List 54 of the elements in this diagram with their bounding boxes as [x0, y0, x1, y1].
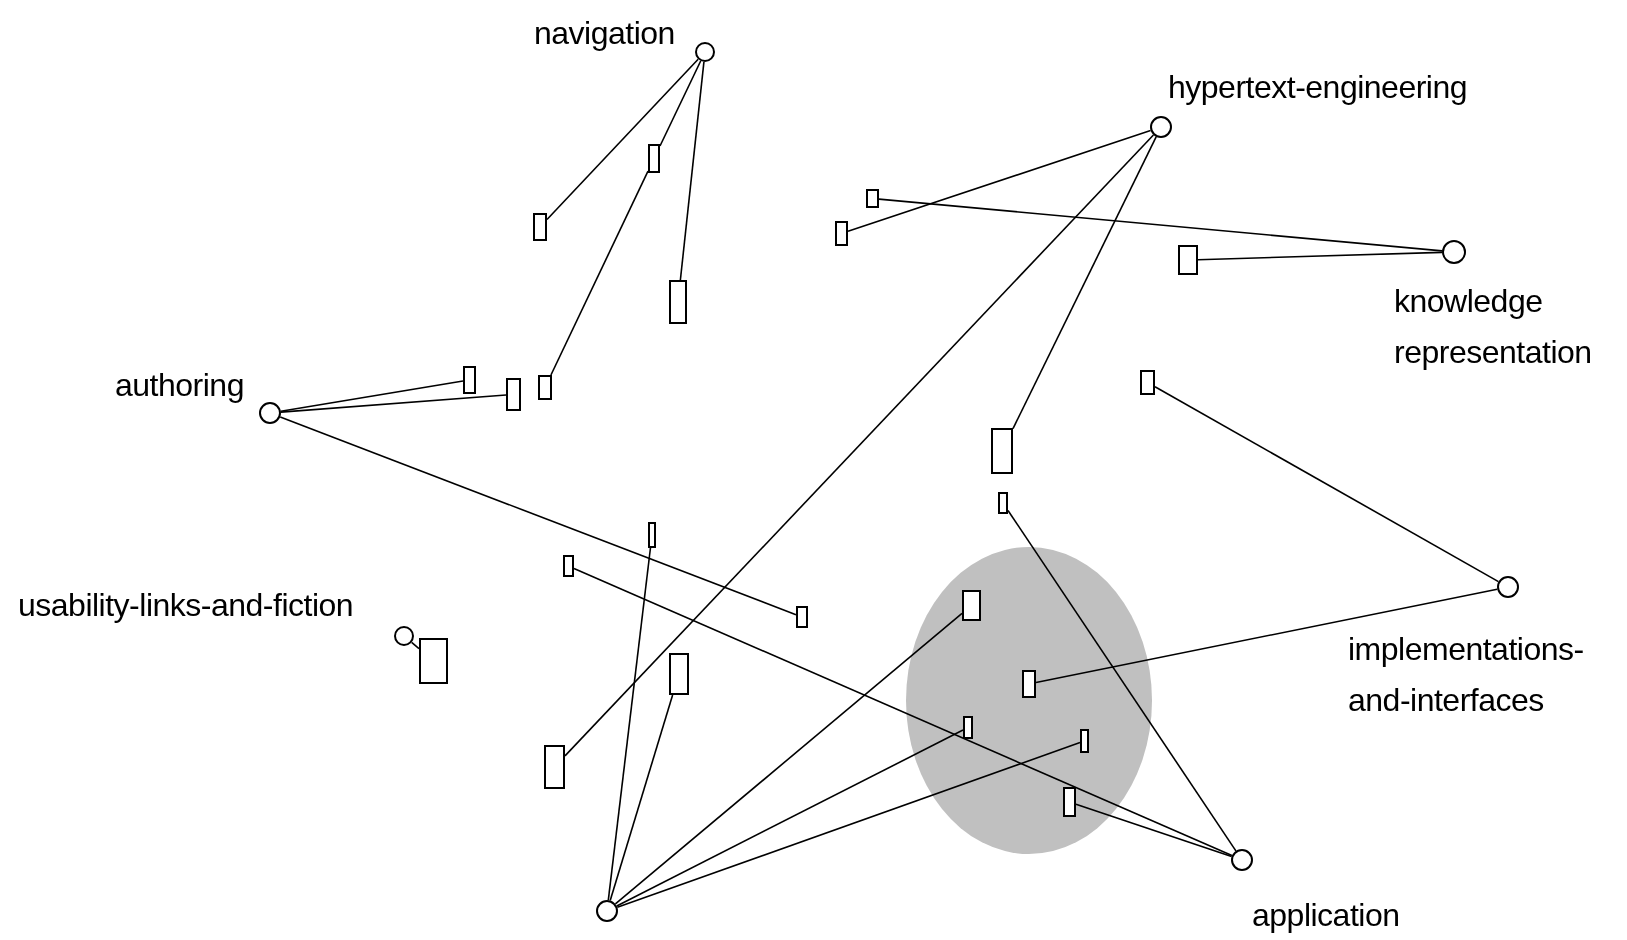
- connector-line: [546, 58, 699, 221]
- hub-label: knowledge representation: [1394, 282, 1593, 373]
- hub-label: application: [1252, 896, 1400, 935]
- document-box: [1080, 729, 1089, 753]
- connector-line: [614, 612, 963, 905]
- document-box: [998, 492, 1008, 514]
- connector-line: [679, 61, 705, 281]
- connector-line: [878, 198, 1443, 252]
- document-box: [506, 378, 521, 411]
- connector-line: [573, 567, 1233, 857]
- document-box: [1022, 670, 1036, 698]
- document-box: [538, 375, 552, 400]
- document-box: [669, 653, 689, 695]
- connector-line: [1007, 509, 1237, 852]
- document-box: [533, 213, 547, 241]
- hub-label: authoring: [115, 366, 244, 405]
- document-box: [835, 221, 848, 246]
- connector-line: [609, 694, 674, 902]
- document-box: [963, 716, 973, 739]
- document-box: [419, 638, 448, 684]
- document-box: [648, 522, 656, 548]
- connector-line: [847, 129, 1152, 233]
- connector-line: [279, 416, 797, 616]
- connector-line: [280, 380, 464, 412]
- hub-label: hypertext-engineering: [1168, 68, 1468, 107]
- hub-label: usability-links-and-fiction: [18, 586, 354, 625]
- connector-line: [280, 394, 507, 413]
- hub-label: implementations-and-interfaces: [1348, 630, 1585, 721]
- connector-line: [1035, 588, 1498, 684]
- document-box: [563, 555, 574, 577]
- connector-line: [1012, 136, 1157, 430]
- document-box: [1063, 787, 1076, 817]
- connector-line: [607, 547, 652, 901]
- hub-circle: [596, 900, 618, 922]
- document-box: [648, 144, 660, 173]
- connector-line: [659, 60, 702, 147]
- document-box: [962, 590, 981, 621]
- document-box: [544, 745, 565, 789]
- document-box: [1178, 245, 1198, 275]
- document-box: [991, 428, 1013, 474]
- document-box: [866, 189, 879, 208]
- document-box: [1140, 370, 1155, 395]
- document-box: [669, 280, 687, 324]
- hub-label: navigation: [534, 14, 675, 53]
- connector-line: [616, 741, 1081, 909]
- document-box: [796, 606, 808, 628]
- connector-line: [1075, 803, 1233, 858]
- connector-line: [1154, 385, 1500, 583]
- connector-line: [550, 170, 649, 376]
- connector-line: [1197, 251, 1443, 261]
- document-box: [463, 366, 476, 394]
- connector-line: [616, 729, 964, 907]
- connector-line: [410, 641, 420, 650]
- connector-line: [564, 134, 1155, 757]
